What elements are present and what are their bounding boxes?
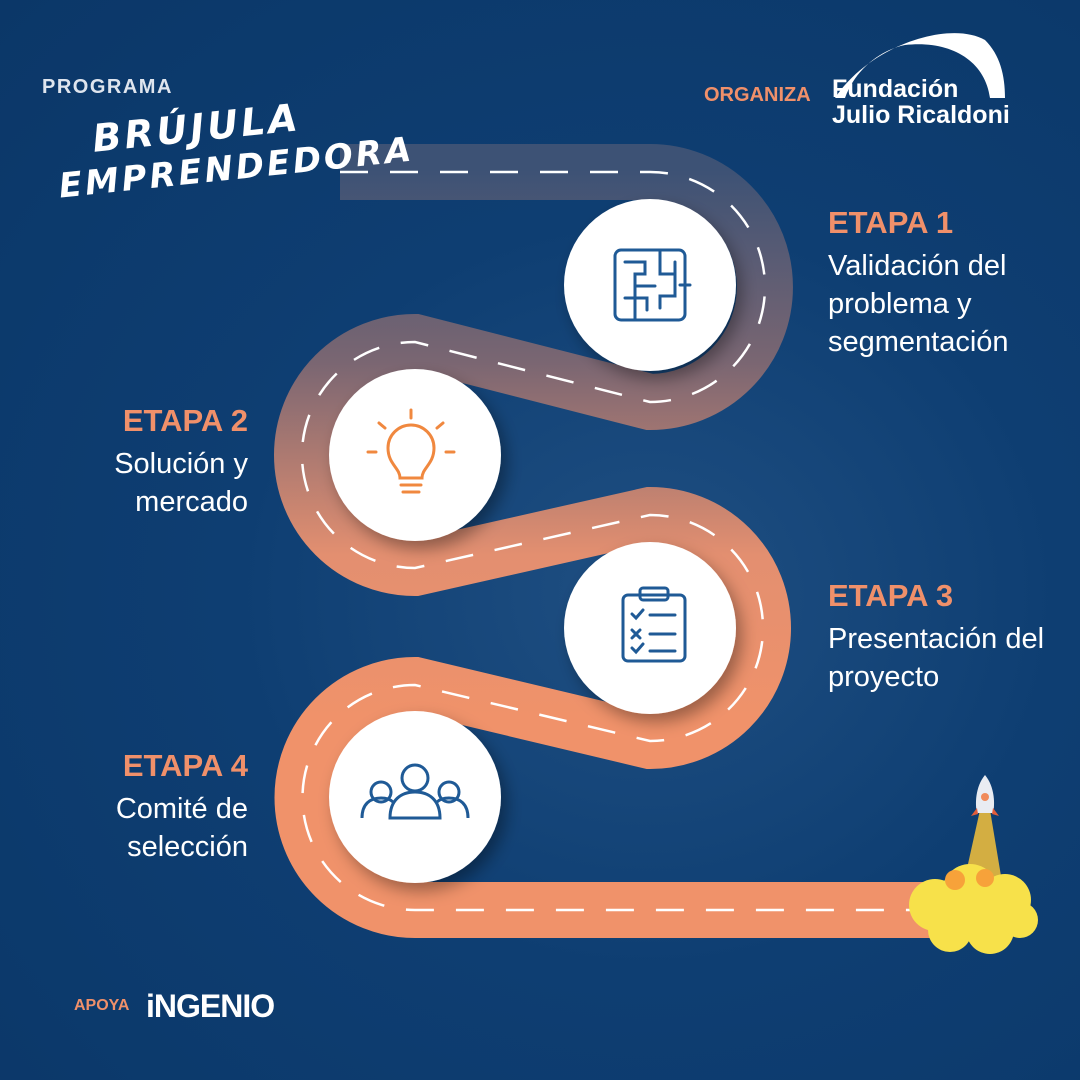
stage-4-text: ETAPA 4 Comité de selección [116,748,248,866]
desc-line: problema y [828,288,972,320]
desc-line: selección [127,831,248,863]
desc-line: proyecto [828,661,940,693]
lightbulb-icon [366,408,456,494]
stage-2-circle [329,369,501,541]
stage-title: ETAPA 4 [122,748,248,783]
clipboard-checklist-icon [621,586,687,663]
stage-description: Presentación del proyecto [828,620,1044,696]
organizer-name-line2: Julio Ricaldoni [832,101,1010,129]
fundacion-arc-logo [835,33,1005,98]
desc-line: Comité de [115,793,248,825]
stage-title: ETAPA 3 [828,578,954,613]
desc-line: mercado [135,486,248,518]
desc-line: Validación del [828,250,1007,282]
team-icon [360,763,470,820]
maze-icon [613,248,692,322]
stage-description: Validación del problema y segmentación [828,247,1009,361]
apoya-label: APOYA [74,997,130,1014]
organiza-label: ORGANIZA [704,84,811,106]
stage-description: Solución y mercado [114,445,248,521]
stage-description: Comité de selección [116,790,248,866]
desc-line: segmentación [828,326,1009,358]
stage-2-text: ETAPA 2 Solución y mercado [114,403,248,521]
stage-3-text: ETAPA 3 Presentación del proyecto [828,578,1044,696]
desc-line: Presentación del [828,623,1045,655]
desc-line: Solución y [114,448,248,480]
road-center-dashes [300,170,935,912]
sponsor-logo: iNGENIO [146,988,275,1024]
programa-label: PROGRAMA [42,76,173,98]
organizer-logo: Fundación Julio Ricaldoni [832,76,1010,128]
stage-1-text: ETAPA 1 Validación del problema y segmen… [828,205,1009,361]
organizer-name-line1: Fundación [832,75,959,103]
stage-4-circle [329,711,501,883]
stage-title: ETAPA 1 [828,205,954,240]
stage-3-circle [564,542,736,714]
stage-title: ETAPA 2 [122,403,248,438]
rocket-icon [909,775,1038,954]
